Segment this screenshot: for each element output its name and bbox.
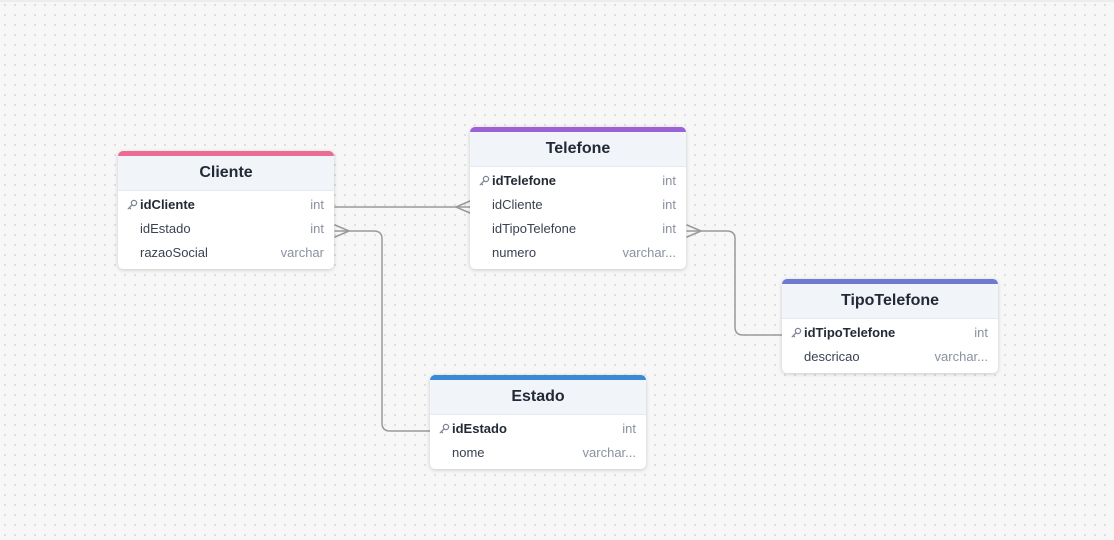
table-telefone[interactable]: Telefone idTelefone int idCliente int id…: [470, 127, 686, 269]
field-type: int: [310, 197, 324, 212]
key-icon: [126, 193, 138, 217]
field-type: varchar: [280, 245, 324, 260]
table-color-bar: [118, 151, 334, 156]
field-name: idCliente: [140, 197, 195, 212]
field-row[interactable]: idEstado int: [430, 417, 646, 441]
field-name: idTipoTelefone: [804, 325, 896, 340]
field-row[interactable]: idTelefone int: [470, 169, 686, 193]
field-name: idCliente: [492, 197, 543, 212]
field-row[interactable]: idTipoTelefone int: [470, 217, 686, 241]
table-color-bar: [782, 279, 998, 284]
field-row[interactable]: idCliente int: [118, 193, 334, 217]
table-estado[interactable]: Estado idEstado int nome varchar...: [430, 375, 646, 469]
field-type: int: [662, 221, 676, 236]
table-cliente[interactable]: Cliente idCliente int idEstado int razao…: [118, 151, 334, 269]
field-row[interactable]: razaoSocial varchar: [118, 241, 334, 265]
field-name: idEstado: [140, 221, 191, 236]
field-name: idEstado: [452, 421, 507, 436]
field-name: numero: [492, 245, 537, 260]
field-type: varchar...: [622, 245, 676, 260]
field-row[interactable]: descricao varchar...: [782, 345, 998, 369]
table-title[interactable]: TipoTelefone: [782, 284, 998, 319]
field-type: int: [662, 197, 676, 212]
field-name: razaoSocial: [140, 245, 208, 260]
table-title[interactable]: Telefone: [470, 132, 686, 167]
field-type: int: [310, 221, 324, 236]
field-name: nome: [452, 445, 485, 460]
relationship-tipotelefone-telefone[interactable]: [686, 230, 783, 336]
crowfoot-telefone-idtipotelefone: [686, 224, 702, 238]
key-icon: [438, 417, 450, 441]
field-type: varchar...: [934, 349, 988, 364]
field-name: idTipoTelefone: [492, 221, 577, 236]
field-type: int: [622, 421, 636, 436]
table-color-bar: [470, 127, 686, 132]
crowfoot-telefone-idcliente: [455, 200, 471, 214]
field-type: varchar...: [582, 445, 636, 460]
top-border: [0, 0, 1114, 2]
field-type: int: [974, 325, 988, 340]
field-row[interactable]: idCliente int: [470, 193, 686, 217]
key-icon: [790, 321, 802, 345]
field-type: int: [662, 173, 676, 188]
field-row[interactable]: numero varchar...: [470, 241, 686, 265]
crowfoot-cliente-idestado: [334, 224, 350, 238]
table-title[interactable]: Cliente: [118, 156, 334, 191]
table-tipotelefone[interactable]: TipoTelefone idTipoTelefone int descrica…: [782, 279, 998, 373]
table-color-bar: [430, 375, 646, 380]
field-row[interactable]: idEstado int: [118, 217, 334, 241]
field-name: idTelefone: [492, 173, 557, 188]
table-title[interactable]: Estado: [430, 380, 646, 415]
key-icon: [478, 169, 490, 193]
field-name: descricao: [804, 349, 860, 364]
field-row[interactable]: nome varchar...: [430, 441, 646, 465]
field-row[interactable]: idTipoTelefone int: [782, 321, 998, 345]
relationship-estado-cliente[interactable]: [334, 230, 431, 432]
